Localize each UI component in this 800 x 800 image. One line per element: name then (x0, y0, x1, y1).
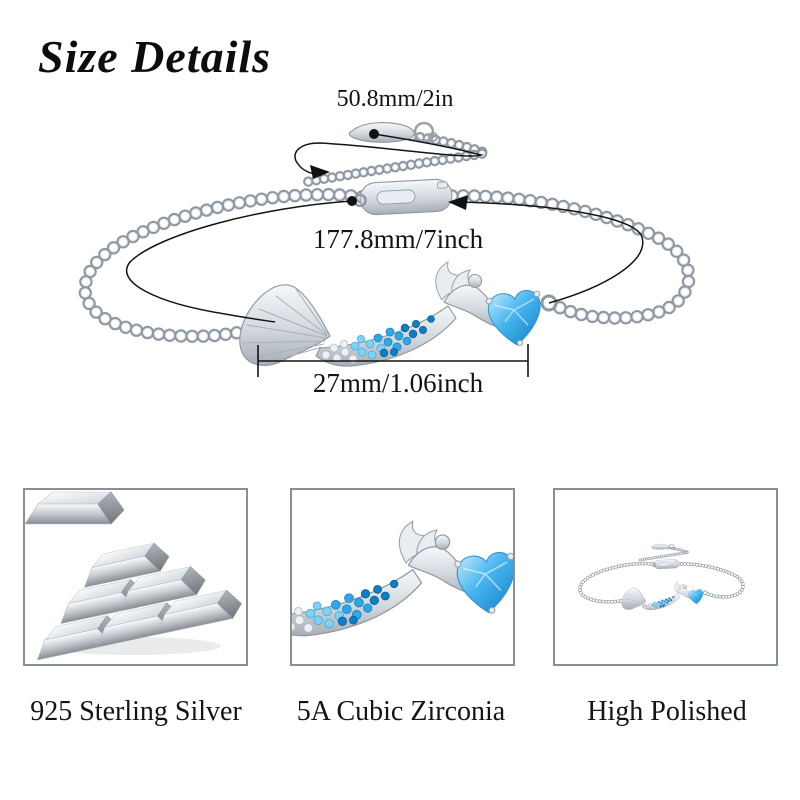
heart-stone (485, 290, 541, 347)
bracelet-length-label: 177.8mm/7inch (312, 224, 484, 254)
feature-caption-high-polished: High Polished (587, 696, 747, 727)
measurement-annotations (125, 129, 644, 377)
feature-caption-cubic-zirconia: 5A Cubic Zirconia (296, 696, 506, 727)
extension-length-label: 50.8mm/2in (336, 86, 454, 112)
chain-right (445, 189, 696, 325)
chain-left (78, 187, 369, 343)
bracelet-size-diagram (78, 121, 696, 377)
bracelet-illustration (78, 121, 696, 367)
feature-thumbnail-cubic-zirconia (290, 488, 515, 666)
feature-thumbnail-sterling-silver (23, 488, 248, 666)
lobster-clasp (353, 178, 453, 216)
measure-arrow-extension (310, 165, 330, 179)
mermaid-charm-closeup-image (292, 519, 513, 638)
pendant-width-ruler (257, 344, 529, 377)
mermaid-pave-tail (315, 305, 457, 367)
jump-ring-right (540, 294, 558, 312)
mermaid-tail-fin (239, 284, 331, 366)
mermaid-charm (239, 261, 558, 367)
pendant-width-label: 27mm/1.06inch (312, 368, 484, 398)
full-bracelet-image (578, 543, 745, 611)
feature-thumbnail-high-polished (553, 488, 778, 666)
extension-chain (303, 130, 488, 187)
silver-bars-image (25, 491, 245, 661)
feature-caption-sterling-silver: 925 Sterling Silver (30, 696, 242, 727)
measure-arrow-length (448, 195, 468, 210)
page-title: Size Details (38, 31, 272, 82)
